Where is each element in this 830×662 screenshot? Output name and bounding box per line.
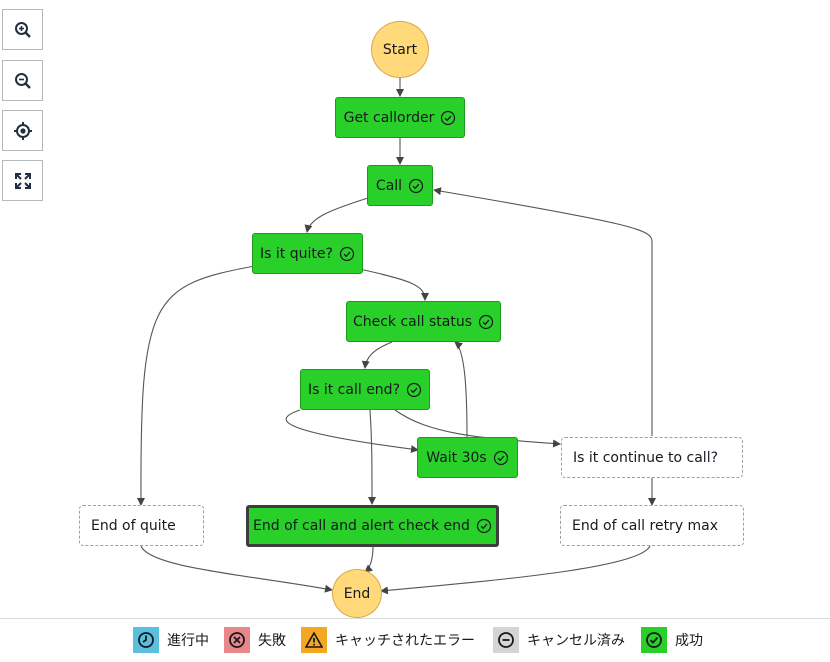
legend-label: キャッチされたエラー [335, 633, 475, 649]
state-label: End of call and alert check end [253, 518, 470, 534]
check-circle-icon [476, 518, 492, 534]
state-label: Check call status [352, 313, 473, 330]
check-circle-icon [339, 246, 355, 261]
graph-edges [136, 78, 656, 595]
legend-label: キャンセル済み [527, 633, 625, 649]
check-circle-icon [408, 178, 424, 193]
check-circle-icon [406, 382, 422, 397]
check-circle-icon [478, 314, 494, 329]
state-machine-graph: Start Get callorder Call Is it quite? Ch… [79, 21, 744, 618]
clock-icon [133, 627, 159, 653]
state-label: End of quite [91, 517, 176, 534]
zoom-in-icon [14, 21, 31, 38]
crosshair-icon [13, 121, 32, 140]
x-circle-icon [224, 627, 250, 653]
end-label: End [343, 585, 371, 602]
legend-cancelled: キャンセル済み [493, 627, 625, 653]
fit-to-screen-button[interactable] [2, 160, 43, 201]
check-circle-icon [493, 450, 508, 465]
minus-circle-icon [493, 627, 519, 653]
warning-icon [301, 627, 327, 653]
start-node[interactable]: Start [371, 21, 429, 78]
zoom-out-icon [14, 72, 31, 89]
zoom-out-button[interactable] [2, 60, 43, 101]
legend-label: 進行中 [167, 633, 209, 649]
state-call[interactable]: Call [367, 165, 433, 206]
state-label: Get callorder [343, 109, 435, 126]
state-label: Is it continue to call? [573, 449, 719, 466]
state-label: Is it quite? [260, 245, 333, 262]
state-label: Wait 30s [426, 449, 487, 466]
legend-label: 成功 [675, 633, 703, 649]
legend-succeeded: 成功 [641, 627, 703, 653]
end-node[interactable]: End [332, 569, 382, 618]
expand-icon [14, 172, 31, 189]
legend-in-progress: 進行中 [133, 627, 209, 653]
state-is-it-continue-to-call[interactable]: Is it continue to call? [561, 437, 743, 478]
start-label: Start [382, 41, 418, 58]
check-circle-icon [641, 627, 667, 653]
state-wait-30s[interactable]: Wait 30s [417, 437, 518, 478]
state-label: End of call retry max [572, 517, 719, 534]
state-end-of-call-retry-max[interactable]: End of call retry max [560, 505, 744, 546]
zoom-in-button[interactable] [2, 9, 43, 50]
legend-caught-error: キャッチされたエラー [301, 627, 475, 653]
state-label: Call [375, 177, 403, 194]
state-get-callorder[interactable]: Get callorder [335, 97, 465, 138]
state-end-of-quite[interactable]: End of quite [79, 505, 204, 546]
state-label: Is it call end? [307, 381, 400, 398]
state-end-of-call-and-alert-check-end[interactable]: End of call and alert check end [246, 505, 499, 547]
state-is-it-quite[interactable]: Is it quite? [252, 233, 363, 274]
legend-failed: 失敗 [224, 627, 286, 653]
state-is-it-call-end[interactable]: Is it call end? [300, 369, 430, 410]
center-view-button[interactable] [2, 110, 43, 151]
state-check-call-status[interactable]: Check call status [346, 301, 501, 342]
status-legend: 進行中 失敗 キャッチされたエラー キャンセル済み 成功 [0, 618, 830, 662]
legend-label: 失敗 [258, 633, 286, 649]
check-circle-icon [441, 110, 456, 125]
